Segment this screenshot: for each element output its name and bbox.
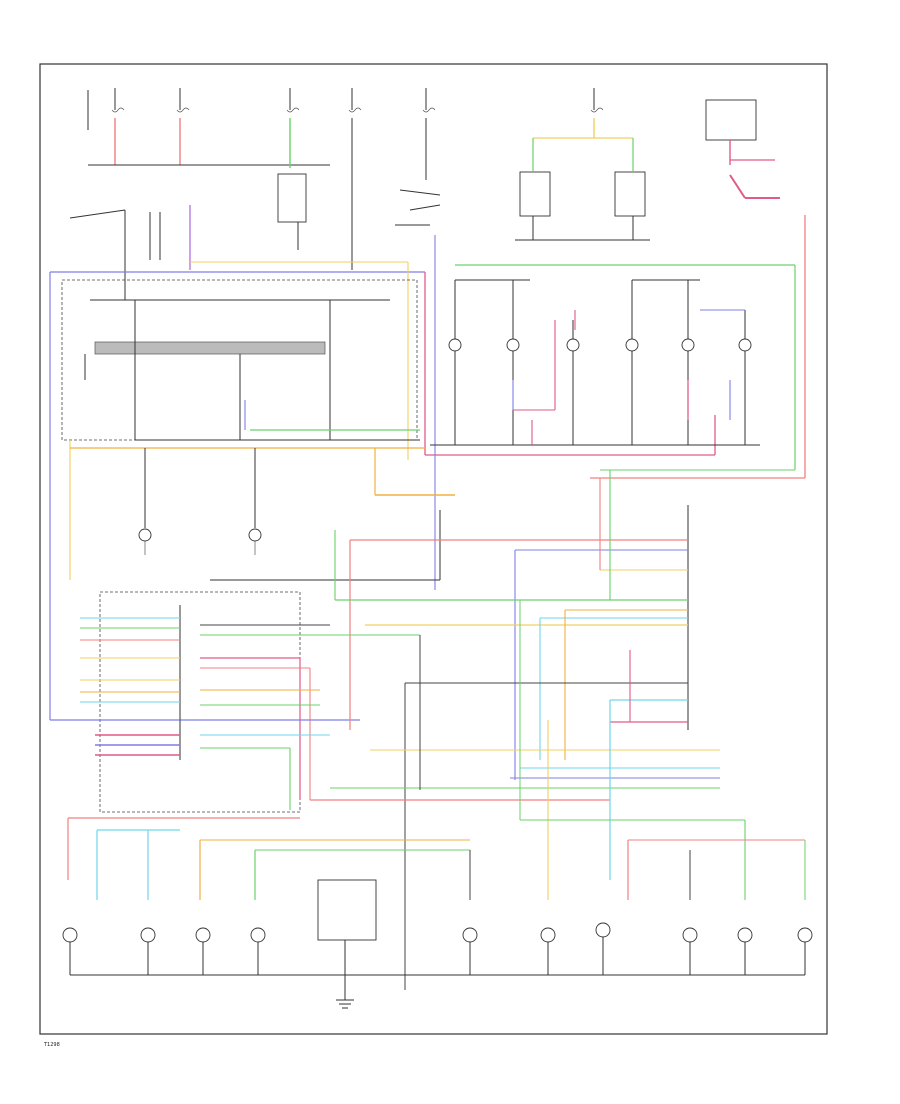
diagram-frame: [39, 63, 828, 1035]
bus-wires: [49, 215, 806, 721]
rear-lamp-row: [62, 600, 813, 1009]
trailer-connector-right: [330, 470, 720, 990]
front-lamp-bank: [430, 279, 760, 446]
figure-code: T1298: [43, 1042, 60, 1048]
headlamp-switch-area: [69, 138, 780, 300]
mid-left-lamps: [138, 448, 455, 581]
multifunction-switch: [61, 279, 425, 580]
lower-switch-panel: [80, 591, 611, 880]
fuse-feeds-top: [87, 88, 775, 270]
